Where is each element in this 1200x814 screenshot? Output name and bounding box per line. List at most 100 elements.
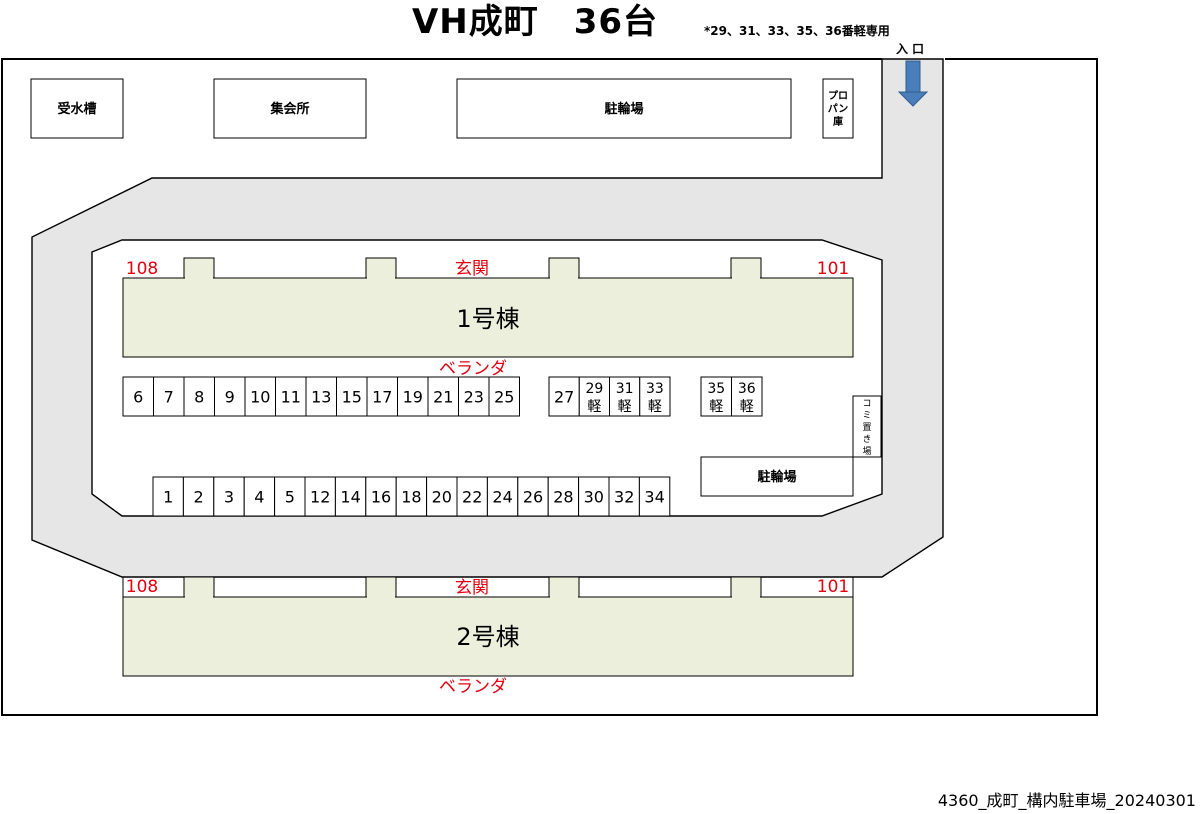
entrance-label: 入口 [896,42,929,56]
parking-space [486,476,519,517]
parking-space [547,476,580,517]
parking-space-number: 16 [371,488,391,507]
building-1 [122,257,854,358]
parking-space-number: 4 [254,488,264,507]
parking-space-number: 30 [584,488,604,507]
building-2-entrance: 玄関 [455,578,489,598]
site-boundary [1,58,1098,716]
parking-space [365,476,397,517]
bicycle-parking-top-label: 駐輪場 [604,101,643,117]
parking-space-number: 36 [738,381,756,397]
parking-space-number: 18 [401,488,421,507]
parking-space-number: 12 [310,488,330,507]
parking-space-number: 21 [433,388,453,407]
parking-space-number: 3 [224,488,234,507]
parking-space [731,376,763,417]
parking-space [304,476,336,517]
kei-only-mark: 軽 [618,399,632,415]
propane-label-1: プロ [828,89,848,102]
parking-row-top-right: 35 軽 36 軽 [700,376,763,417]
file-caption: 4360_成町_構内駐車場_20240301 [937,791,1196,810]
parking-space-number: 17 [372,388,392,407]
garbage-label-5: 場 [862,445,871,457]
parking-space-number: 22 [462,488,482,507]
parking-space [578,376,610,417]
building-1-unit-101: 101 [817,259,849,279]
meeting-hall [213,78,367,139]
parking-space-number: 9 [225,388,235,407]
parking-space [638,476,671,517]
bicycle-parking-bottom [700,456,854,497]
entrance-arrow-icon [897,60,929,107]
garbage-label-1: コ [862,399,871,409]
parking-space-number: 26 [523,488,543,507]
parking-space [274,476,306,517]
parking-space [488,376,520,417]
garbage-label-3: 置 [862,422,871,433]
building-2-unit-108: 108 [126,577,158,597]
propane-label-3: 庫 [833,115,843,128]
parking-space-number: 20 [432,488,452,507]
parking-space-number: 10 [250,388,270,407]
parking-space [458,376,490,417]
parking-space-number: 7 [164,388,174,407]
page-title: VH成町 36台 [411,2,659,42]
parking-space-number: 8 [194,388,204,407]
building-1-balcony: ベランダ [439,359,507,379]
parking-space-number: 11 [281,388,301,407]
water-tank-label: 受水槽 [57,101,96,117]
parking-space-number: 32 [614,488,634,507]
water-tank [30,78,124,139]
parking-space-number: 31 [616,381,634,397]
parking-space [456,476,488,517]
parking-space [366,376,398,417]
parking-space-number: 34 [644,488,664,507]
parking-space [700,376,732,417]
garbage-label-2: ミ [862,411,871,421]
parking-space-number: 2 [194,488,204,507]
parking-space [153,376,185,417]
parking-space-number: 33 [646,381,664,397]
parking-space-number: 15 [342,388,362,407]
parking-space [243,476,276,517]
parking-space-number: 35 [707,381,725,397]
parking-space-number: 29 [585,381,603,397]
parking-space [427,376,459,417]
parking-space-number: 6 [133,388,143,407]
building-1-unit-108: 108 [126,259,158,279]
parking-space-number: 23 [464,388,484,407]
kei-only-mark: 軽 [648,399,662,415]
bicycle-parking-top [456,78,792,139]
meeting-hall-label: 集会所 [269,101,309,117]
parking-space-number: 14 [340,488,360,507]
parking-space [639,376,671,417]
parking-space-number: 1 [163,488,173,507]
parking-space-number: 25 [494,388,514,407]
parking-space-number: 27 [554,388,574,407]
parking-space [548,376,580,417]
bicycle-parking-bottom-label: 駐輪場 [757,469,796,485]
garbage-label-4: き [862,434,871,445]
parking-space [214,376,246,417]
parking-space-number: 19 [403,388,423,407]
driveway [31,58,944,578]
kei-only-mark: 軽 [709,399,723,415]
kei-only-mark: 軽 [740,399,754,415]
parking-space [305,376,337,417]
parking-space [578,476,610,517]
kei-only-note: *29、31、33、35、36番軽専用 [704,24,890,38]
building-1-entrance: 玄関 [455,259,489,279]
parking-space-number: 24 [492,488,512,507]
garbage-area [852,395,882,458]
building-2-unit-101: 101 [817,577,849,597]
parking-space [517,476,549,517]
parking-space [182,476,215,517]
propane-label-2: パン [828,103,849,115]
building-2-name: 2号棟 [456,623,519,651]
parking-space [244,376,276,417]
parking-space [336,376,368,417]
